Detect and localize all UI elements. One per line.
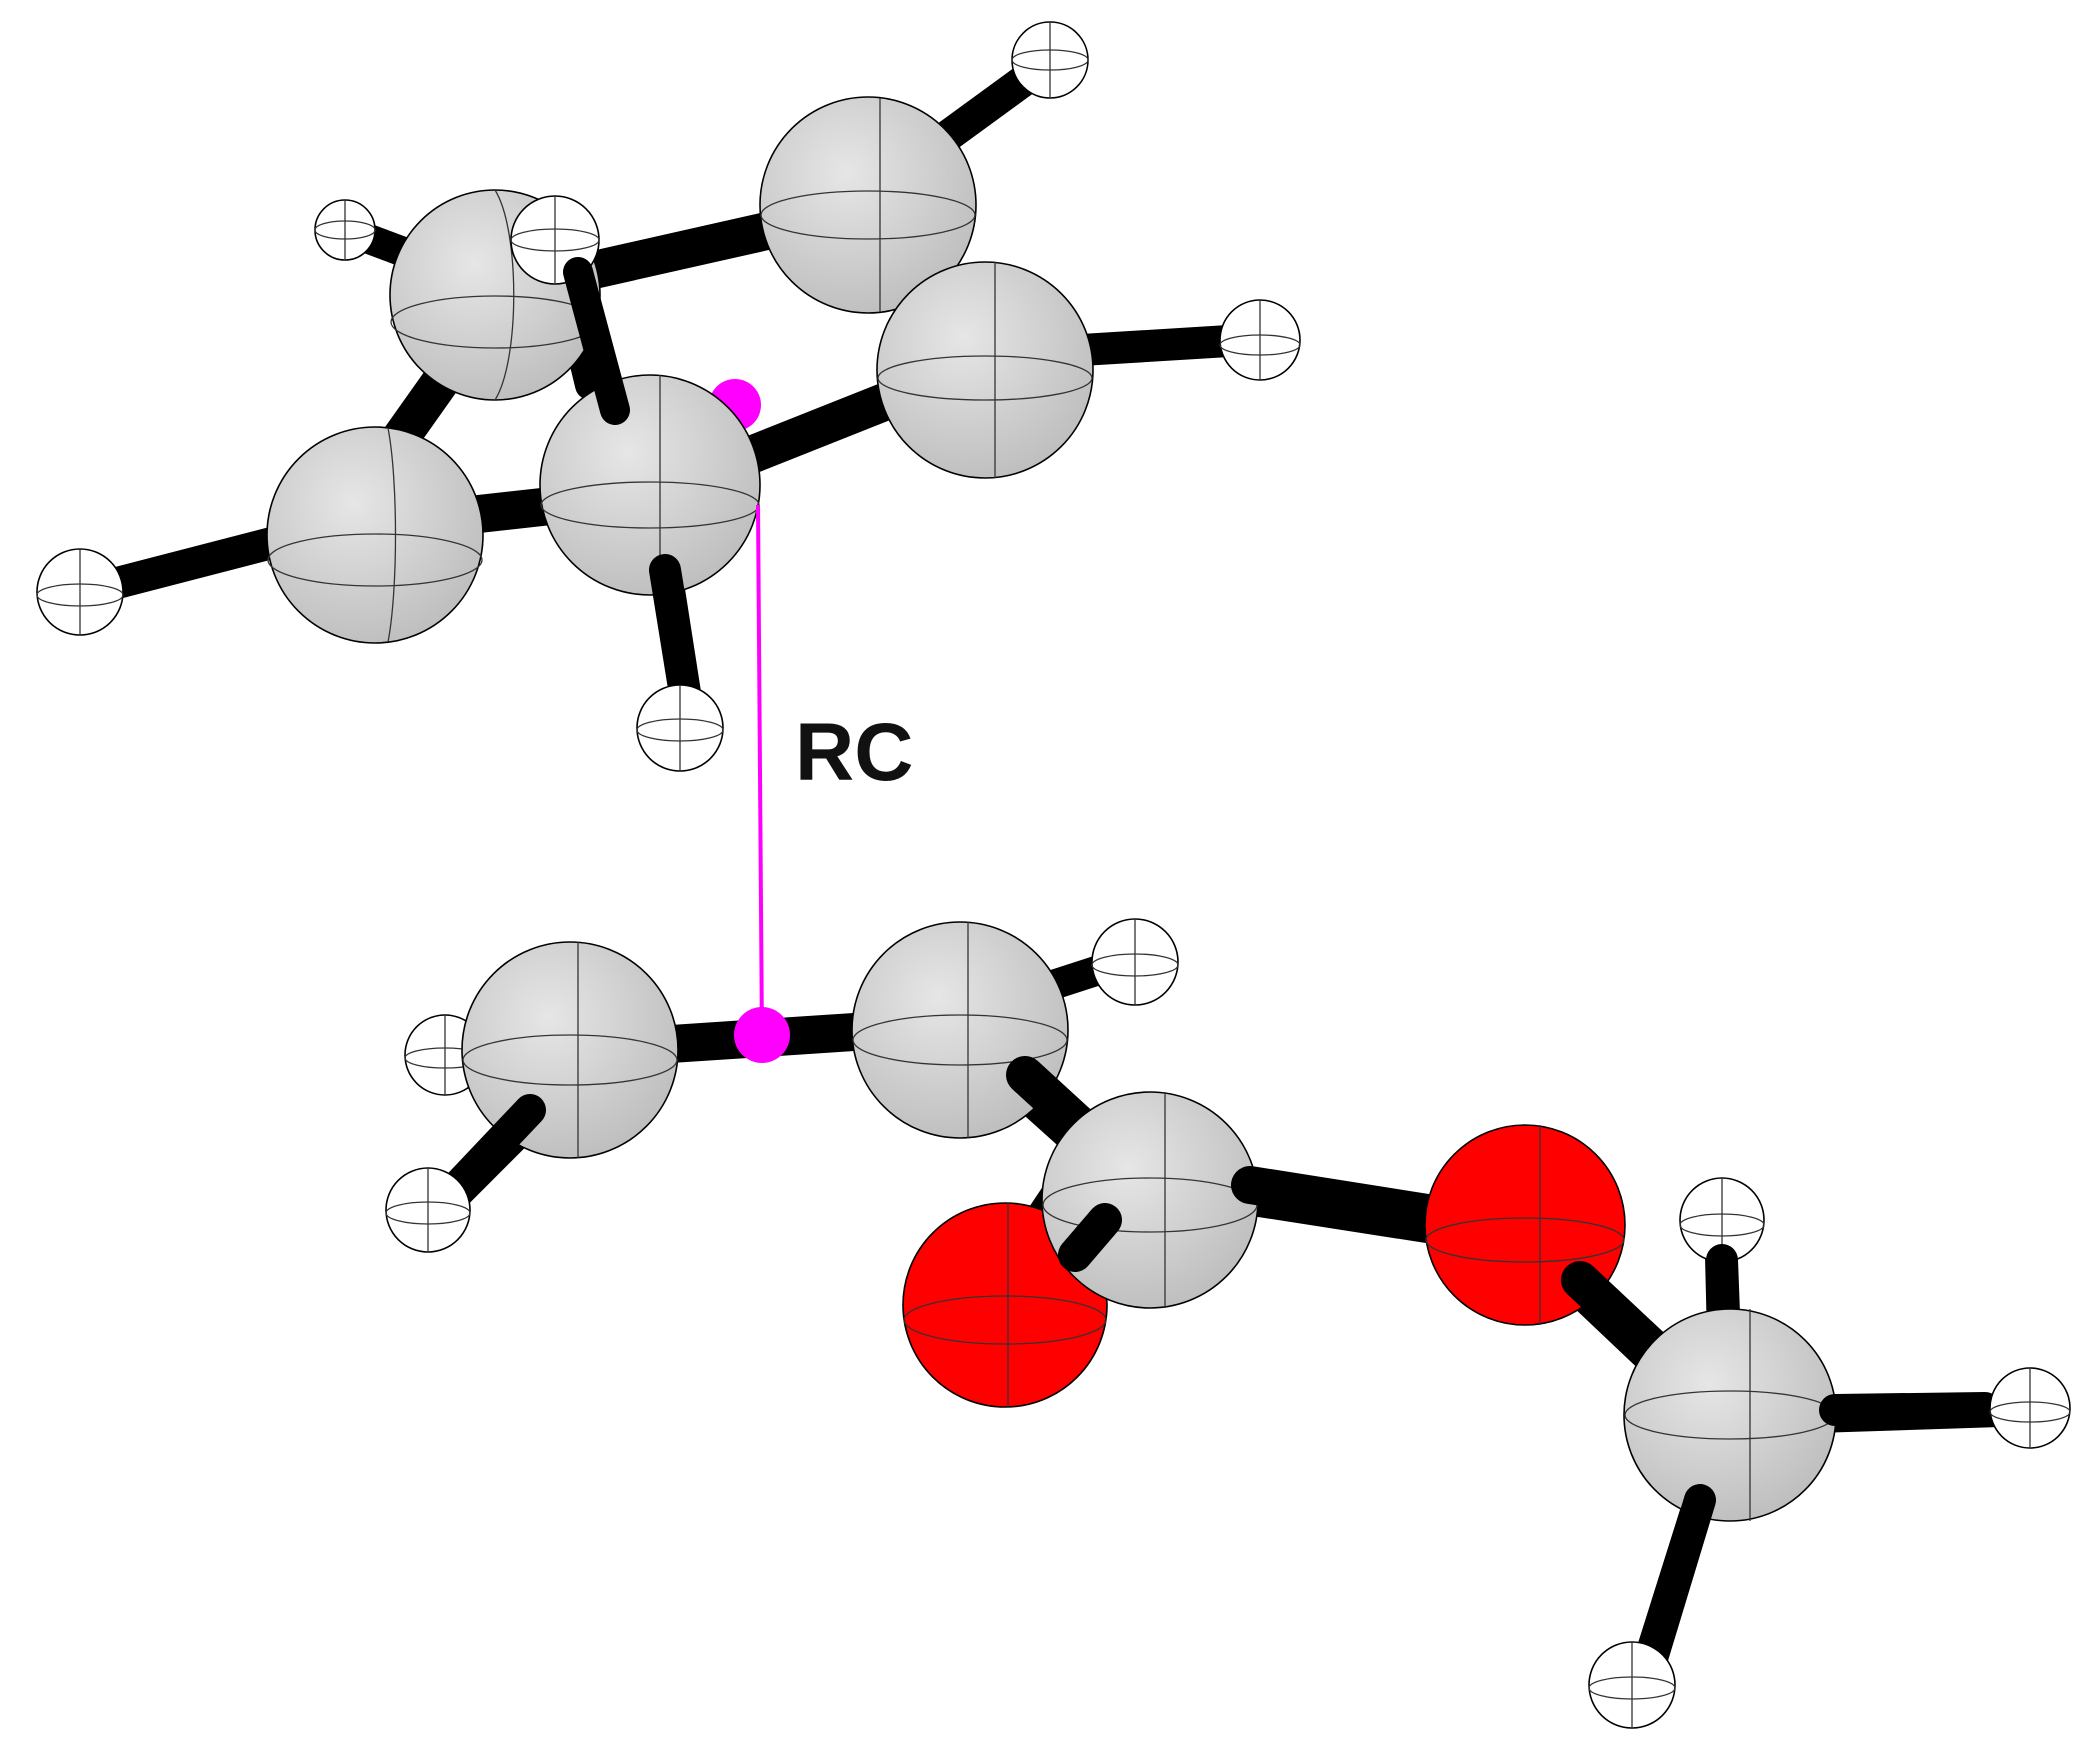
hydrogen-atom-h10c (1588, 1641, 1676, 1729)
hydrogen-atom-h6 (1219, 299, 1301, 381)
atom-layer (36, 21, 2071, 1729)
hydrogen-atom-h10b (1989, 1367, 2071, 1449)
carbon-atom-c3 (266, 426, 484, 644)
carbon-atom-c9 (1041, 1091, 1259, 1309)
carbon-atom-c4 (539, 374, 761, 596)
carbon-atom-c1 (759, 96, 977, 314)
rc-distance-line (756, 504, 764, 1041)
bond-c10-h10c-front (1634, 1484, 1716, 1681)
carbon-atom-c10 (1623, 1308, 1837, 1522)
hydrogen-atom-h4 (636, 684, 724, 772)
bond-c10-h10b-front (1819, 1392, 2001, 1426)
hydrogen-atom-h10a (1679, 1177, 1765, 1263)
bond-c5-h5-front (563, 257, 630, 425)
hydrogen-atom-h7b (385, 1167, 471, 1253)
hydrogen-atom-h1 (1011, 21, 1089, 99)
hydrogen-atom-h2 (314, 199, 376, 261)
carbon-atom-c6 (876, 261, 1094, 479)
hydrogen-atom-h3 (36, 548, 124, 636)
bond-centroid-lower (734, 1007, 790, 1063)
bond-o2-c10-front (1561, 1261, 1679, 1374)
bond-c9-o1-front (1058, 1203, 1122, 1272)
hydrogen-atom-h8 (1091, 918, 1179, 1006)
bond-c9-o2-front (1231, 1166, 1459, 1234)
bond-c8-c9-front (1006, 1056, 1104, 1149)
rc-label: RC (795, 707, 913, 798)
